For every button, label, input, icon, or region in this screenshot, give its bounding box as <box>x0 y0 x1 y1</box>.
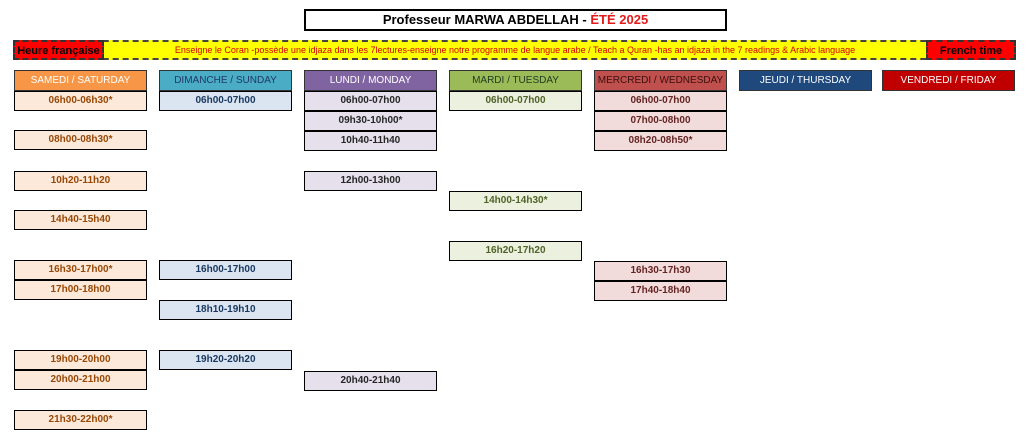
slot-saturday: 10h20-11h20 <box>14 171 147 191</box>
day-header-tuesday: MARDI / TUESDAY <box>449 70 582 91</box>
slot-monday: 09h30-10h00* <box>304 111 437 131</box>
page-title: Professeur MARWA ABDELLAH - ÉTÉ 2025 <box>304 9 727 31</box>
slot-saturday: 19h00-20h00 <box>14 350 147 370</box>
slot-monday: 12h00-13h00 <box>304 171 437 191</box>
day-header-wednesday: MERCREDI / WEDNESDAY <box>594 70 727 91</box>
slot-sunday: 06h00-07h00 <box>159 91 292 111</box>
slot-wednesday: 07h00-08h00 <box>594 111 727 131</box>
slot-monday: 06h00-07h00 <box>304 91 437 111</box>
title-main: Professeur MARWA ABDELLAH - <box>382 12 591 27</box>
slot-monday: 10h40-11h40 <box>304 131 437 151</box>
day-header-sunday: DIMANCHE / SUNDAY <box>159 70 292 91</box>
slot-saturday: 08h00-08h30* <box>14 130 147 150</box>
slot-saturday: 06h00-06h30* <box>14 91 147 111</box>
day-header-saturday: SAMEDI / SATURDAY <box>14 70 147 91</box>
slot-sunday: 18h10-19h10 <box>159 300 292 320</box>
slot-saturday: 20h00-21h00 <box>14 370 147 390</box>
slot-sunday: 19h20-20h20 <box>159 350 292 370</box>
slot-wednesday: 16h30-17h30 <box>594 261 727 281</box>
day-header-friday: VENDREDI / FRIDAY <box>882 70 1015 91</box>
slot-saturday: 21h30-22h00* <box>14 410 147 430</box>
slot-tuesday: 14h00-14h30* <box>449 191 582 211</box>
day-header-monday: LUNDI / MONDAY <box>304 70 437 91</box>
slot-wednesday: 17h40-18h40 <box>594 281 727 301</box>
slot-saturday: 17h00-18h00 <box>14 280 147 300</box>
day-header-thursday: JEUDI / THURSDAY <box>739 70 872 91</box>
slot-monday: 20h40-21h40 <box>304 371 437 391</box>
banner-description: Enseigne le Coran -possède une idjaza da… <box>174 45 856 55</box>
slot-saturday: 14h40-15h40 <box>14 210 147 230</box>
slot-wednesday: 08h20-08h50* <box>594 131 727 151</box>
slot-wednesday: 06h00-07h00 <box>594 91 727 111</box>
banner-french-time-en: French time <box>926 40 1016 60</box>
banner-french-time-label: Heure française <box>13 40 104 60</box>
slot-sunday: 16h00-17h00 <box>159 260 292 280</box>
title-season: ÉTÉ 2025 <box>590 12 649 27</box>
slot-saturday: 16h30-17h00* <box>14 260 147 280</box>
slot-tuesday: 06h00-07h00 <box>449 91 582 111</box>
slot-tuesday: 16h20-17h20 <box>449 241 582 261</box>
